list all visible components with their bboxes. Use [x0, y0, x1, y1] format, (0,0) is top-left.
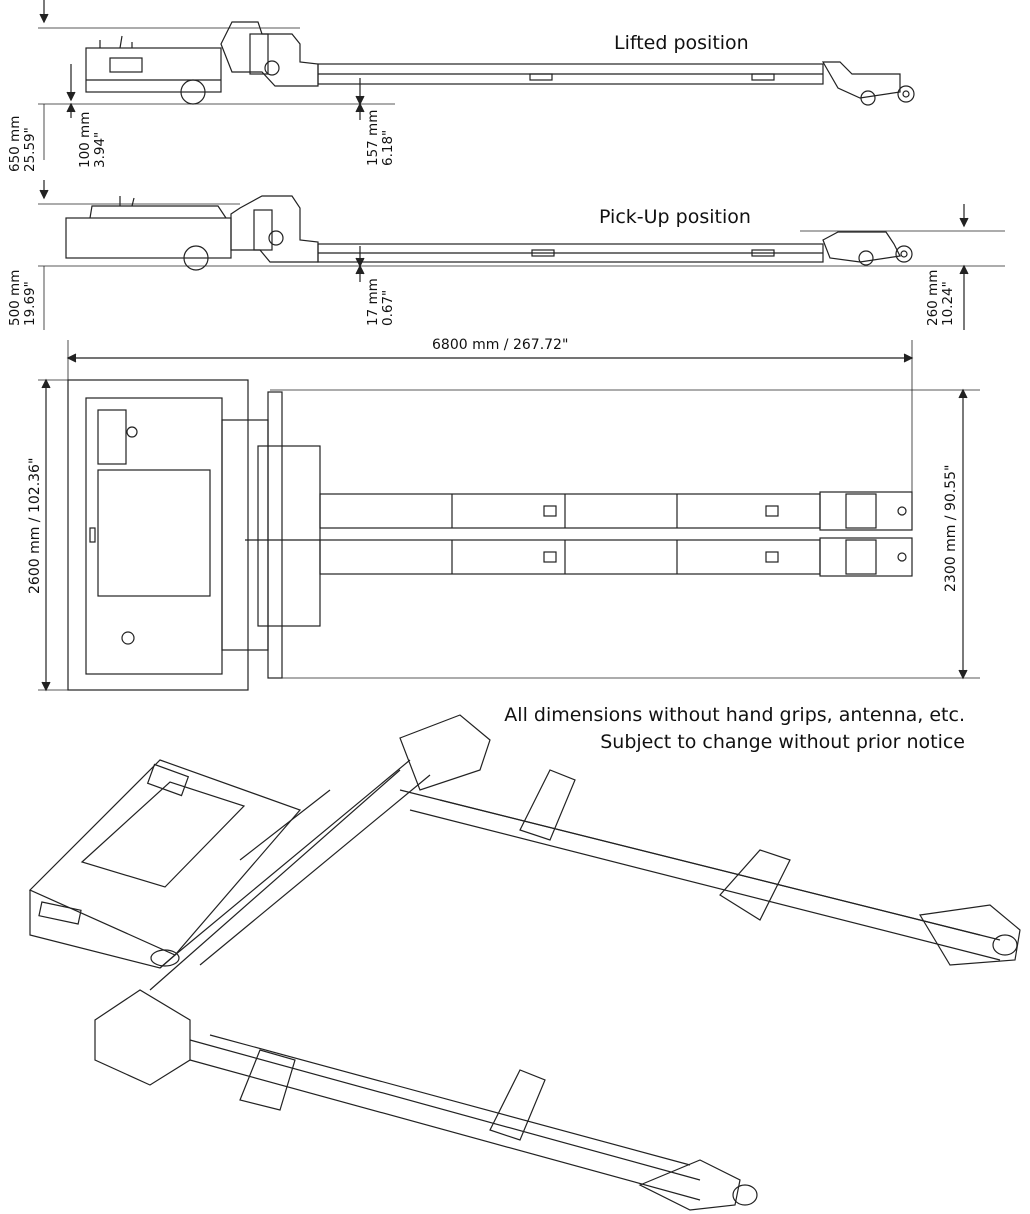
side-view-pickup [38, 180, 1005, 330]
pickup-fork-height-in: 0.67" [380, 289, 396, 326]
lifted-fork-height-label: 157 mm 6.18" [365, 109, 396, 166]
lifted-position-title: Lifted position [614, 32, 749, 54]
side-view-lifted [38, 0, 915, 160]
top-length-label: 6800 mm / 267.72" [432, 337, 569, 353]
lifted-total-height-mm: 650 mm [7, 115, 23, 172]
note-line-1: All dimensions without hand grips, anten… [504, 704, 965, 726]
pickup-wheel-height-in: 10.24" [940, 281, 956, 326]
pickup-total-height-mm: 500 mm [7, 269, 23, 326]
lifted-total-height-in: 25.59" [22, 127, 38, 172]
lifted-clearance-label: 100 mm 3.94" [77, 111, 108, 168]
lifted-fork-height-mm: 157 mm [365, 109, 381, 166]
top-view [38, 340, 980, 692]
pickup-fork-height-label: 17 mm 0.67" [365, 278, 396, 326]
dimensions-note: All dimensions without hand grips, anten… [504, 702, 965, 756]
top-width-total-label: 2600 mm / 102.36" [27, 457, 43, 594]
pickup-wheel-height-mm: 260 mm [925, 269, 941, 326]
isometric-view [28, 714, 1021, 1211]
pickup-position-title: Pick-Up position [599, 206, 751, 228]
lifted-clearance-in: 3.94" [92, 131, 108, 168]
pickup-wheel-height-label: 260 mm 10.24" [925, 269, 956, 326]
pickup-total-height-label: 500 mm 19.69" [7, 269, 38, 326]
lifted-clearance-mm: 100 mm [77, 111, 93, 168]
pickup-fork-height-mm: 17 mm [365, 278, 381, 326]
note-line-2: Subject to change without prior notice [600, 731, 965, 753]
lifted-fork-height-in: 6.18" [380, 129, 396, 166]
pickup-total-height-in: 19.69" [22, 281, 38, 326]
top-width-forks-label: 2300 mm / 90.55" [943, 464, 959, 593]
lifted-total-height-label: 650 mm 25.59" [7, 115, 38, 172]
